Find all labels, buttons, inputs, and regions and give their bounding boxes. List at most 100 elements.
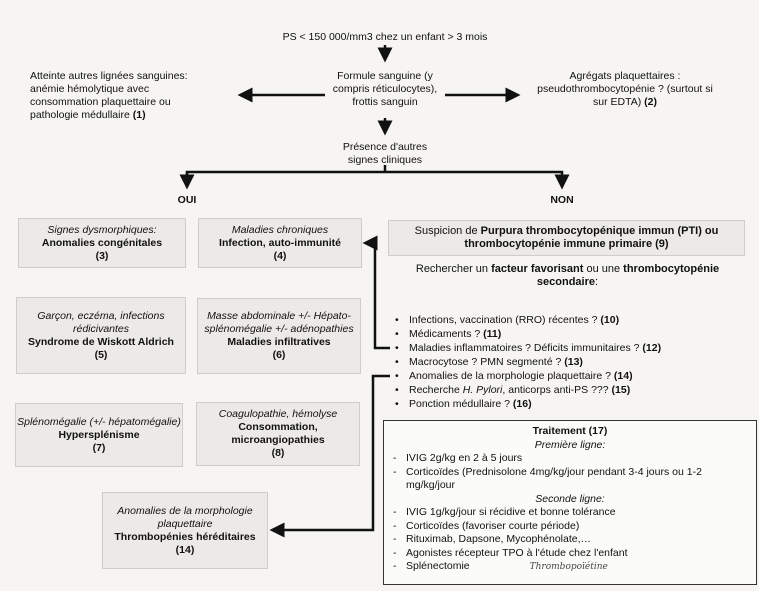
right-branch: Agrégats plaquettaires : pseudothrombocy… (525, 70, 725, 109)
line: signes cliniques (347, 154, 423, 166)
box-ref: (8) (271, 447, 285, 459)
non-label: NON (550, 194, 574, 206)
formule-sanguine: Formule sanguine (y compris réticulocyte… (300, 70, 470, 109)
text: sur EDTA) (593, 96, 642, 108)
box-italic: Coagulopathie, hémolyse (218, 408, 338, 420)
box-italic: Maladies chroniques (231, 223, 329, 236)
list-item: Corticoïdes (favoriser courte période) (392, 520, 748, 534)
presence-signes: Présence d'autres signes cliniques (315, 141, 455, 167)
text: facteur favorisant (491, 263, 584, 275)
recherche-text: Rechercher un facteur favorisant ou une … (400, 263, 735, 289)
list-item: IVIG 1g/kg/jour si récidive et bonne tol… (392, 506, 748, 520)
line: Agrégats plaquettaires : (569, 70, 681, 82)
list-item: Infections, vaccination (RRO) récentes ?… (395, 313, 755, 327)
box-italic: Masse abdominale +/- Hépato-splénomégali… (204, 310, 354, 335)
box-ref: (6) (272, 349, 286, 361)
box-bold: Anomalies congénitales (41, 236, 163, 249)
text: Macrocytose ? PMN segmenté ? (409, 356, 565, 368)
ref: (2) (644, 96, 657, 108)
list-item: Macrocytose ? PMN segmenté ? (13) (395, 355, 755, 369)
list-item: Médicaments ? (11) (395, 327, 755, 341)
text: Infections, vaccination (RRO) récentes ? (409, 314, 601, 326)
box-bold: Syndrome de Wiskott Aldrich (28, 335, 174, 348)
line: consommation plaquettaire ou (30, 96, 171, 108)
box-pti: Suspicion de Purpura thrombocytopénique … (388, 220, 745, 256)
list-item: IVIG 2g/kg en 2 à 5 jours (392, 452, 748, 466)
box-bold: Maladies infiltratives (227, 336, 331, 348)
ref: (14) (613, 370, 633, 382)
line: frottis sanguin (352, 96, 418, 108)
box-bold: Hypersplénisme (58, 428, 140, 441)
line: sur EDTA) (2) (525, 96, 725, 109)
text: , anticorps anti-PS ??? (502, 384, 612, 396)
box-maladies-infiltratives: Masse abdominale +/- Hépato-splénomégali… (197, 298, 361, 374)
ref: (10) (600, 314, 620, 326)
line: anémie hémolytique avec (30, 83, 150, 95)
handwritten-note: Thrombopoïétine (529, 562, 608, 572)
text: Rechercher un (415, 263, 492, 275)
left-branch: Atteinte autres lignées sanguines: anémi… (30, 70, 230, 122)
text: thrombocytopénie secondaire (536, 263, 720, 288)
link-12-to-4 (362, 235, 390, 350)
list-item: Ponction médullaire ? (16) (395, 397, 755, 411)
text: Recherche (409, 384, 463, 396)
line: Atteinte autres lignées sanguines: (30, 70, 188, 82)
list-item: Anomalies de la morphologie plaquettaire… (395, 369, 755, 383)
text: H. Pylori (462, 384, 503, 396)
box-ref: (3) (95, 249, 109, 262)
list-item: Rituximab, Dapsone, Mycophénolate,… (392, 533, 748, 547)
text: ou une (583, 263, 624, 275)
text: Splénectomie (406, 560, 470, 572)
traitement-title: Traitement (17) (532, 425, 608, 437)
box-italic: Signes dysmorphiques: (47, 223, 157, 236)
text: Maladies inflammatoires ? Déficits immun… (409, 342, 643, 354)
ref: (1) (132, 109, 146, 121)
premiere-ligne-heading: Première ligne: (534, 438, 606, 451)
pti-bold: Purpura thrombocytopénique immun (PTI) o… (464, 225, 719, 250)
box-bold: Thrombopénies héréditaires (114, 530, 256, 543)
box-ref: (14) (175, 543, 195, 556)
box-italic: Splénomégalie (+/- hépatomégalie) (17, 415, 181, 428)
ref: (11) (483, 328, 502, 340)
list-item: Recherche H. Pylori, anticorps anti-PS ?… (395, 383, 755, 397)
start-condition: PS < 150 000/mm3 chez un enfant > 3 mois (282, 31, 488, 43)
link-14-to-14 (269, 374, 390, 538)
box-ref: (5) (94, 348, 108, 361)
box-hypersplenisme: Splénomégalie (+/- hépatomégalie)Hypersp… (15, 403, 183, 467)
list-item: Corticoïdes (Prednisolone 4mg/kg/jour pe… (392, 466, 748, 493)
text: : (595, 276, 599, 288)
ref: (15) (611, 384, 631, 396)
box-italic: Anomalies de la morphologie plaquettaire (117, 504, 253, 530)
list-item: Agonistes récepteur TPO à l'étude chez l… (392, 547, 748, 561)
text: Anomalies de la morphologie plaquettaire… (409, 370, 614, 382)
oui-label: OUI (177, 194, 197, 206)
line: Présence d'autres (342, 141, 428, 153)
seconde-ligne-heading: Seconde ligne: (535, 492, 605, 505)
split-bar (185, 170, 570, 190)
ref: (13) (564, 356, 583, 368)
box-ref: (7) (92, 441, 106, 454)
line: pseudothrombocytopénie ? (surtout si (537, 83, 713, 95)
box-anomalies-congenitales: Signes dysmorphiques:Anomalies congénita… (18, 218, 186, 268)
text: Médicaments ? (409, 328, 484, 340)
box-thrombopenies-hereditaires: Anomalies de la morphologie plaquettaire… (102, 492, 268, 569)
line: pathologie médullaire (1) (30, 109, 230, 122)
pti-pre: Suspicion de (414, 225, 481, 237)
box-bold: Consommation, microangiopathies (231, 421, 325, 446)
pti-text: Suspicion de Purpura thrombocytopénique … (389, 225, 744, 251)
list-item: Splénectomie Thrombopoïétine (392, 560, 748, 575)
list-item: Maladies inflammatoires ? Déficits immun… (395, 341, 755, 355)
ref: (16) (512, 398, 532, 410)
box-bold: Infection, auto-immunité (219, 236, 341, 249)
box-ref: (4) (273, 249, 287, 262)
text: pathologie médullaire (30, 109, 130, 121)
line: Formule sanguine (y (337, 70, 433, 82)
text: Ponction médullaire ? (409, 398, 513, 410)
traitement-box: Traitement (17) Première ligne: IVIG 2g/… (383, 420, 757, 585)
facteurs-list: Infections, vaccination (RRO) récentes ?… (395, 313, 755, 411)
